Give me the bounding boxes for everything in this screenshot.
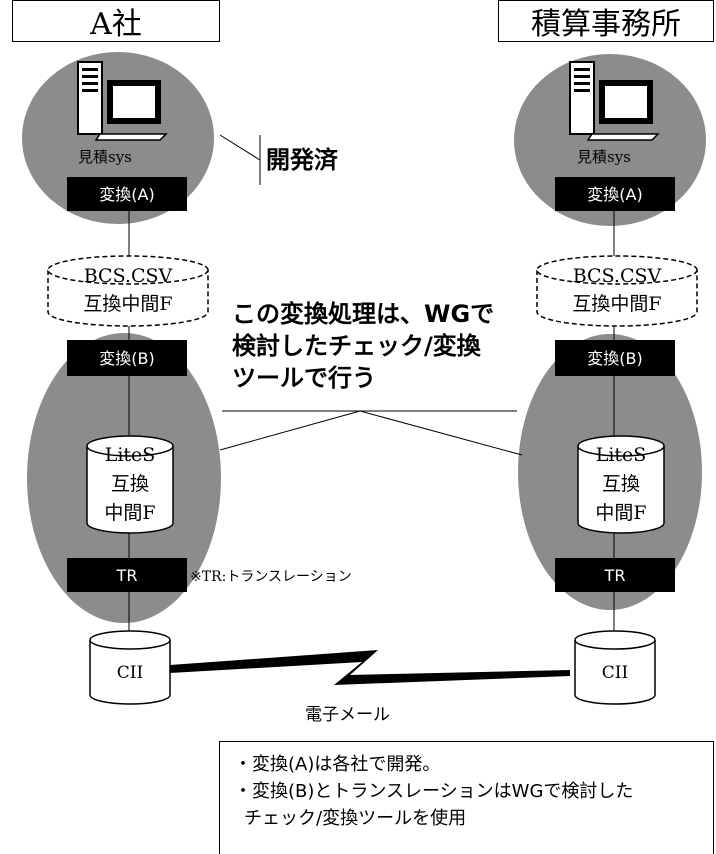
right-cii-label: CII: [602, 663, 628, 683]
developed-label: 開発済: [266, 146, 338, 174]
right-converter-a-label: 変換(A): [587, 185, 642, 204]
callout-text: この変換処理は、WGで 検討したチェック/変換 ツールで行う: [232, 298, 494, 394]
left-converter-a-box: [67, 177, 187, 211]
callout-line3: ツールで行う: [232, 364, 376, 392]
legend-line1: ・変換(A)は各社で開発。: [234, 754, 441, 775]
lightning-icon: [170, 650, 570, 685]
left-lites-line2: 互換: [111, 473, 149, 495]
right-translation-label: TR: [604, 566, 626, 585]
left-translation-label: TR: [116, 566, 138, 585]
left-company-title: A社: [12, 0, 220, 42]
right-lites-database-icon: [577, 435, 665, 534]
right-lites-line2: 互換: [602, 473, 640, 495]
email-label: 電子メール: [305, 705, 390, 725]
legend-box: ・変換(A)は各社で開発。 ・変換(B)とトランスレーションはWGで検討した チ…: [219, 741, 714, 854]
right-converter-a-box: [555, 177, 675, 211]
computer-icon: [569, 61, 660, 141]
right-translation-box: [555, 558, 675, 592]
callout-line2: 検討したチェック/変換: [232, 332, 481, 360]
legend-line2: ・変換(B)とトランスレーションはWGで検討した: [234, 781, 634, 802]
left-converter-b-label: 変換(B): [99, 349, 154, 368]
left-intermediate-file: [47, 255, 209, 327]
left-translation-box: [67, 558, 187, 592]
translation-note: ※TR:トランスレーション: [190, 569, 352, 585]
right-system-label: 見積sys: [577, 148, 631, 166]
left-lites-line1: LiteS: [105, 444, 156, 466]
callout-line1: この変換処理は、WGで: [232, 300, 495, 328]
computer-icon: [77, 61, 168, 141]
right-cii-database-icon: [574, 630, 656, 705]
right-intermediate-line2: 互換中間F: [572, 293, 661, 315]
right-intermediate-line1: BCS.CSV: [573, 265, 662, 287]
left-lites-line3: 中間F: [104, 502, 155, 524]
left-cii-label: CII: [117, 663, 143, 683]
right-lites-line1: LiteS: [596, 444, 647, 466]
left-intermediate-line1: BCS.CSV: [84, 265, 173, 287]
developed-pointer-line: [219, 134, 261, 161]
left-lites-database-icon: [86, 435, 174, 534]
callout-pointer-right: [359, 410, 523, 456]
left-converter-b-box: [67, 340, 187, 376]
left-system-label: 見積sys: [78, 148, 132, 166]
left-intermediate-line2: 互換中間F: [83, 293, 172, 315]
right-company-title: 積算事務所: [498, 0, 714, 42]
right-intermediate-file: [536, 255, 698, 327]
right-converter-b-label: 変換(B): [587, 349, 642, 368]
left-cii-database-icon: [89, 630, 171, 705]
legend-line3: チェック/変換ツールを使用: [244, 808, 467, 829]
left-converter-a-label: 変換(A): [99, 185, 154, 204]
right-converter-b-box: [555, 340, 675, 376]
callout-pointer-left: [219, 410, 361, 451]
right-lites-line3: 中間F: [595, 502, 646, 524]
